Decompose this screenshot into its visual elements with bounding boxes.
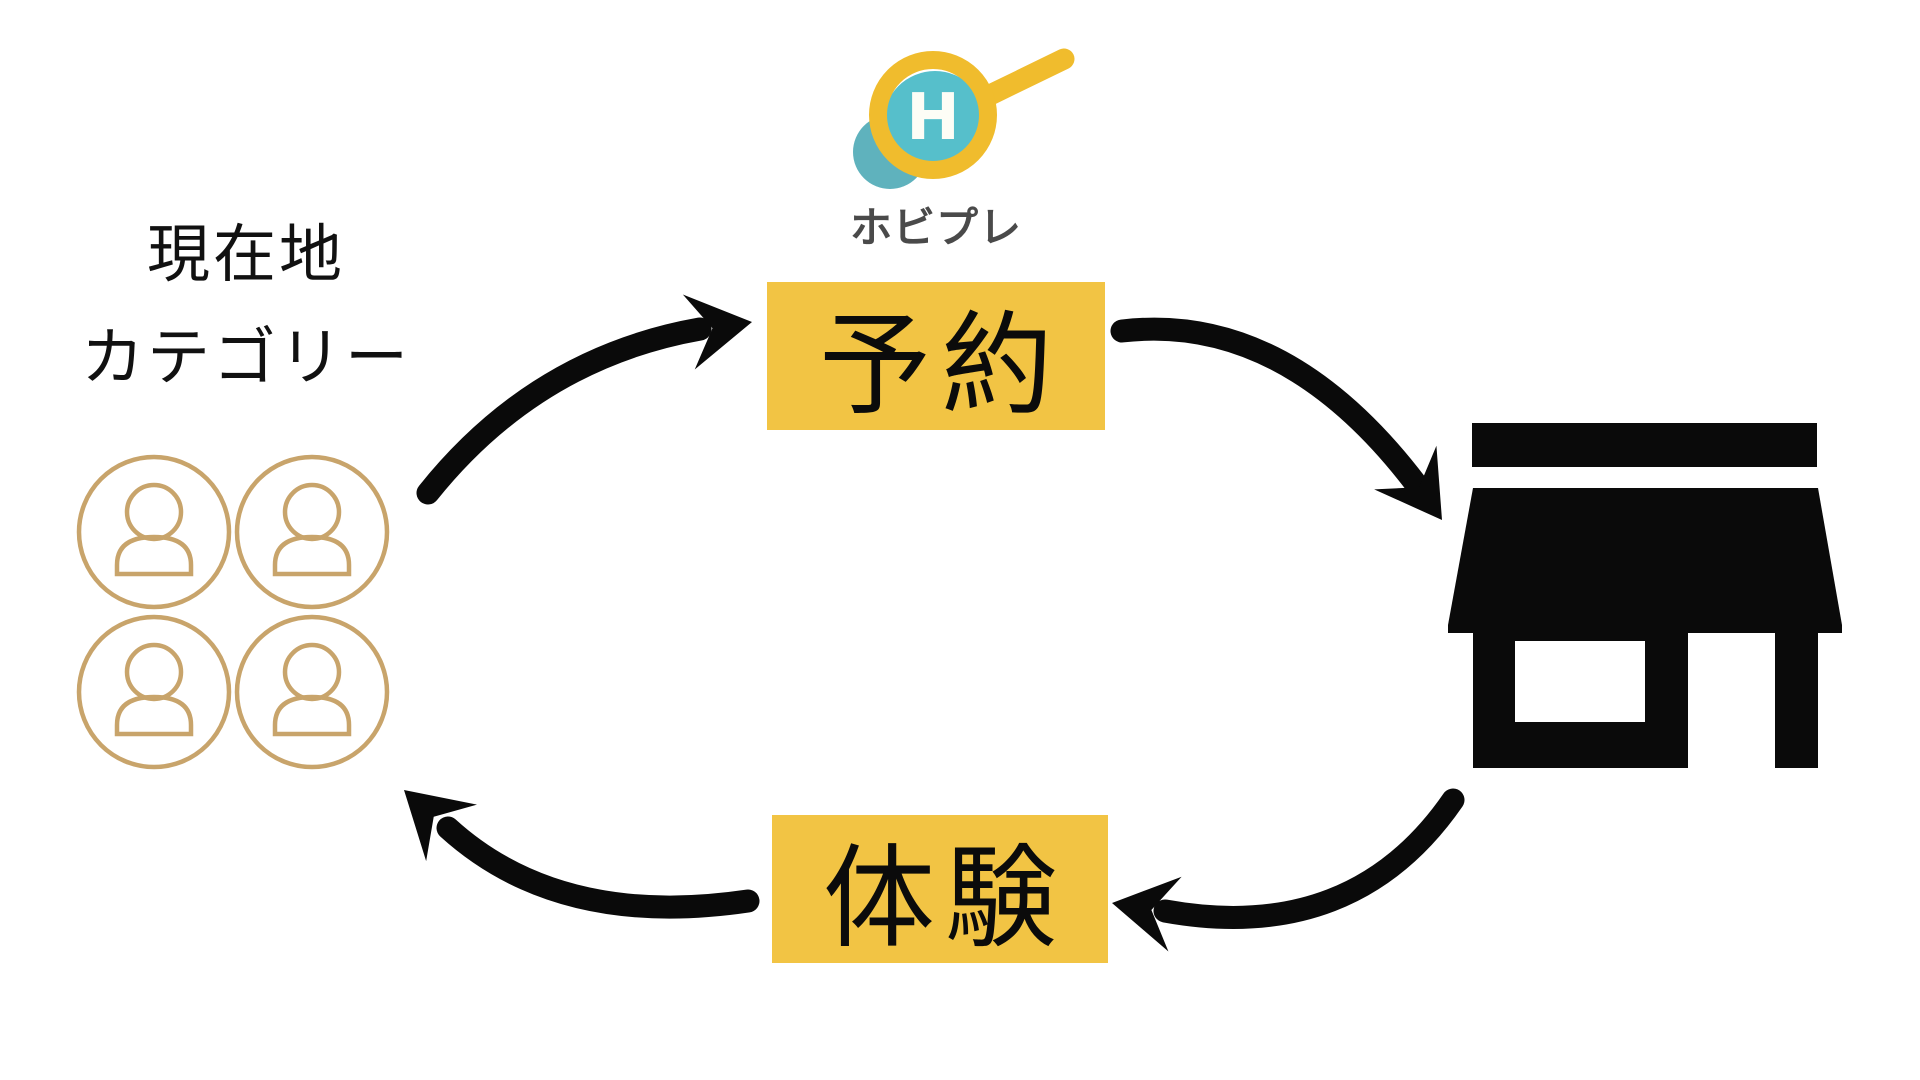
- users-group-icon: [75, 453, 391, 773]
- reservation-label: 予約: [819, 301, 1063, 431]
- magnifier-ring: [869, 51, 997, 179]
- reservation-box: 予約: [767, 282, 1105, 431]
- experience-label: 体験: [823, 834, 1067, 964]
- logo-lens-circle: [883, 71, 987, 175]
- store-sign: [1472, 423, 1817, 467]
- magnifier-handle: [979, 48, 1075, 106]
- person-icon: [76, 454, 232, 610]
- arrow-store-to-experience-icon: [1112, 788, 1465, 952]
- arrow-reservation-to-store-icon: [1110, 317, 1442, 520]
- person-icon: [234, 614, 390, 770]
- arrow-users-to-reservation-icon: [416, 294, 752, 505]
- audience-label: 現在地 カテゴリー: [36, 203, 456, 409]
- logo-wordmark: ホビプレ: [849, 203, 1022, 252]
- person-icon: [76, 614, 232, 770]
- audience-line-1: 現在地: [147, 218, 345, 291]
- arrow-experience-to-users-icon: [404, 790, 760, 919]
- hobipre-logo-icon: H: [853, 48, 1075, 189]
- audience-line-2: カテゴリー: [81, 321, 411, 394]
- store-awning: [1448, 488, 1842, 633]
- storefront-icon: [1448, 423, 1842, 768]
- person-icon: [234, 454, 390, 610]
- store-body: [1473, 633, 1818, 768]
- logo-monogram: H: [906, 81, 960, 155]
- experience-box: 体験: [772, 815, 1108, 964]
